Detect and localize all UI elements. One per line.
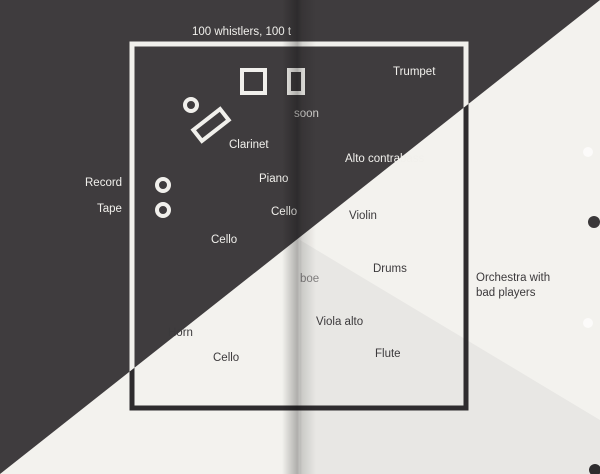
- square-icon: [240, 68, 267, 95]
- label-cello: Cello: [213, 352, 240, 364]
- rectangle-icon: [190, 106, 232, 144]
- punch-hole: [583, 147, 593, 157]
- record-circle-icon: [155, 177, 171, 193]
- label-cello: Cello: [271, 206, 298, 218]
- label-oboe: boe: [300, 273, 320, 285]
- square-icon-partial: [287, 68, 305, 95]
- label-trumpet: Trumpet: [393, 66, 436, 78]
- punch-hole: [583, 318, 593, 328]
- label-bassoon: soon: [294, 108, 319, 120]
- label-piano: Piano: [259, 173, 289, 185]
- label-cello: Cello: [211, 234, 238, 246]
- label-flute: Flute: [375, 348, 401, 360]
- label-violin: Violin: [349, 210, 377, 222]
- label-orchestra-line2: bad players: [476, 287, 536, 299]
- tape-circle-icon: [155, 202, 171, 218]
- label-clarinet: Clarinet: [229, 139, 269, 151]
- label-viola-alto: Viola alto: [316, 316, 364, 328]
- circle-icon: [183, 97, 199, 113]
- punch-hole: [588, 216, 600, 228]
- label-tape: Tape: [97, 203, 122, 215]
- label-orchestra-line1: Orchestra with: [476, 272, 551, 284]
- label-alto-contrabass: Alto contrabass: [345, 153, 425, 165]
- gray-triangle: [300, 240, 600, 474]
- label-drums: Drums: [373, 263, 407, 275]
- punch-hole: [589, 464, 600, 474]
- title-fragment: 100 whistlers, 100 t: [192, 26, 292, 38]
- label-record: Record: [85, 177, 123, 189]
- label-horn: Horn: [168, 327, 193, 339]
